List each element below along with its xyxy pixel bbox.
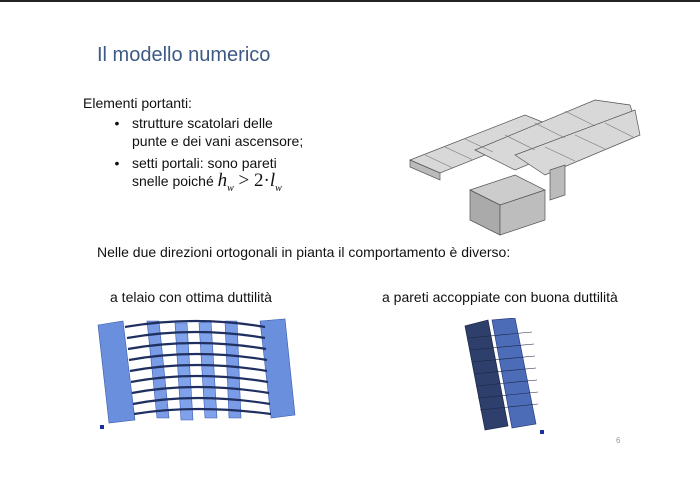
slide-title: Il modello numerico [97,44,271,66]
bullet-1: strutture scatolari delle punte e dei va… [132,114,303,150]
caption-right: a pareti accoppiate con buona duttilità [382,289,618,305]
formula-rhs-sub: w [275,182,282,194]
bullet-2-line1: setti portali: sono pareti [132,155,277,171]
bullet-2-line2: snelle poiché [132,173,214,189]
formula: hw > 2·lw [217,170,282,194]
caption-left: a telaio con ottima duttilità [110,289,272,305]
bullet-icon: • [114,155,120,171]
formula-rhs: l [269,170,276,191]
page-number: 6 [616,436,621,445]
intro-text: Elementi portanti: [83,95,192,111]
formula-lhs-sub: w [227,182,234,194]
bullet-icon: • [114,115,120,131]
frame-deformation-image [97,318,296,429]
formula-lhs: h [217,170,228,191]
bullet-2: setti portali: sono pareti snelle poiché… [132,154,282,198]
formula-op: > 2· [233,170,270,191]
top-border [0,0,700,2]
bullet-1-line2: punte e dei vani ascensore; [132,133,304,149]
3d-structure-model-image [409,99,641,236]
bullet-1-line1: strutture scatolari delle [132,115,273,131]
coupled-walls-deformation-image [464,318,544,434]
statement-text: Nelle due direzioni ortogonali in pianta… [97,244,511,260]
